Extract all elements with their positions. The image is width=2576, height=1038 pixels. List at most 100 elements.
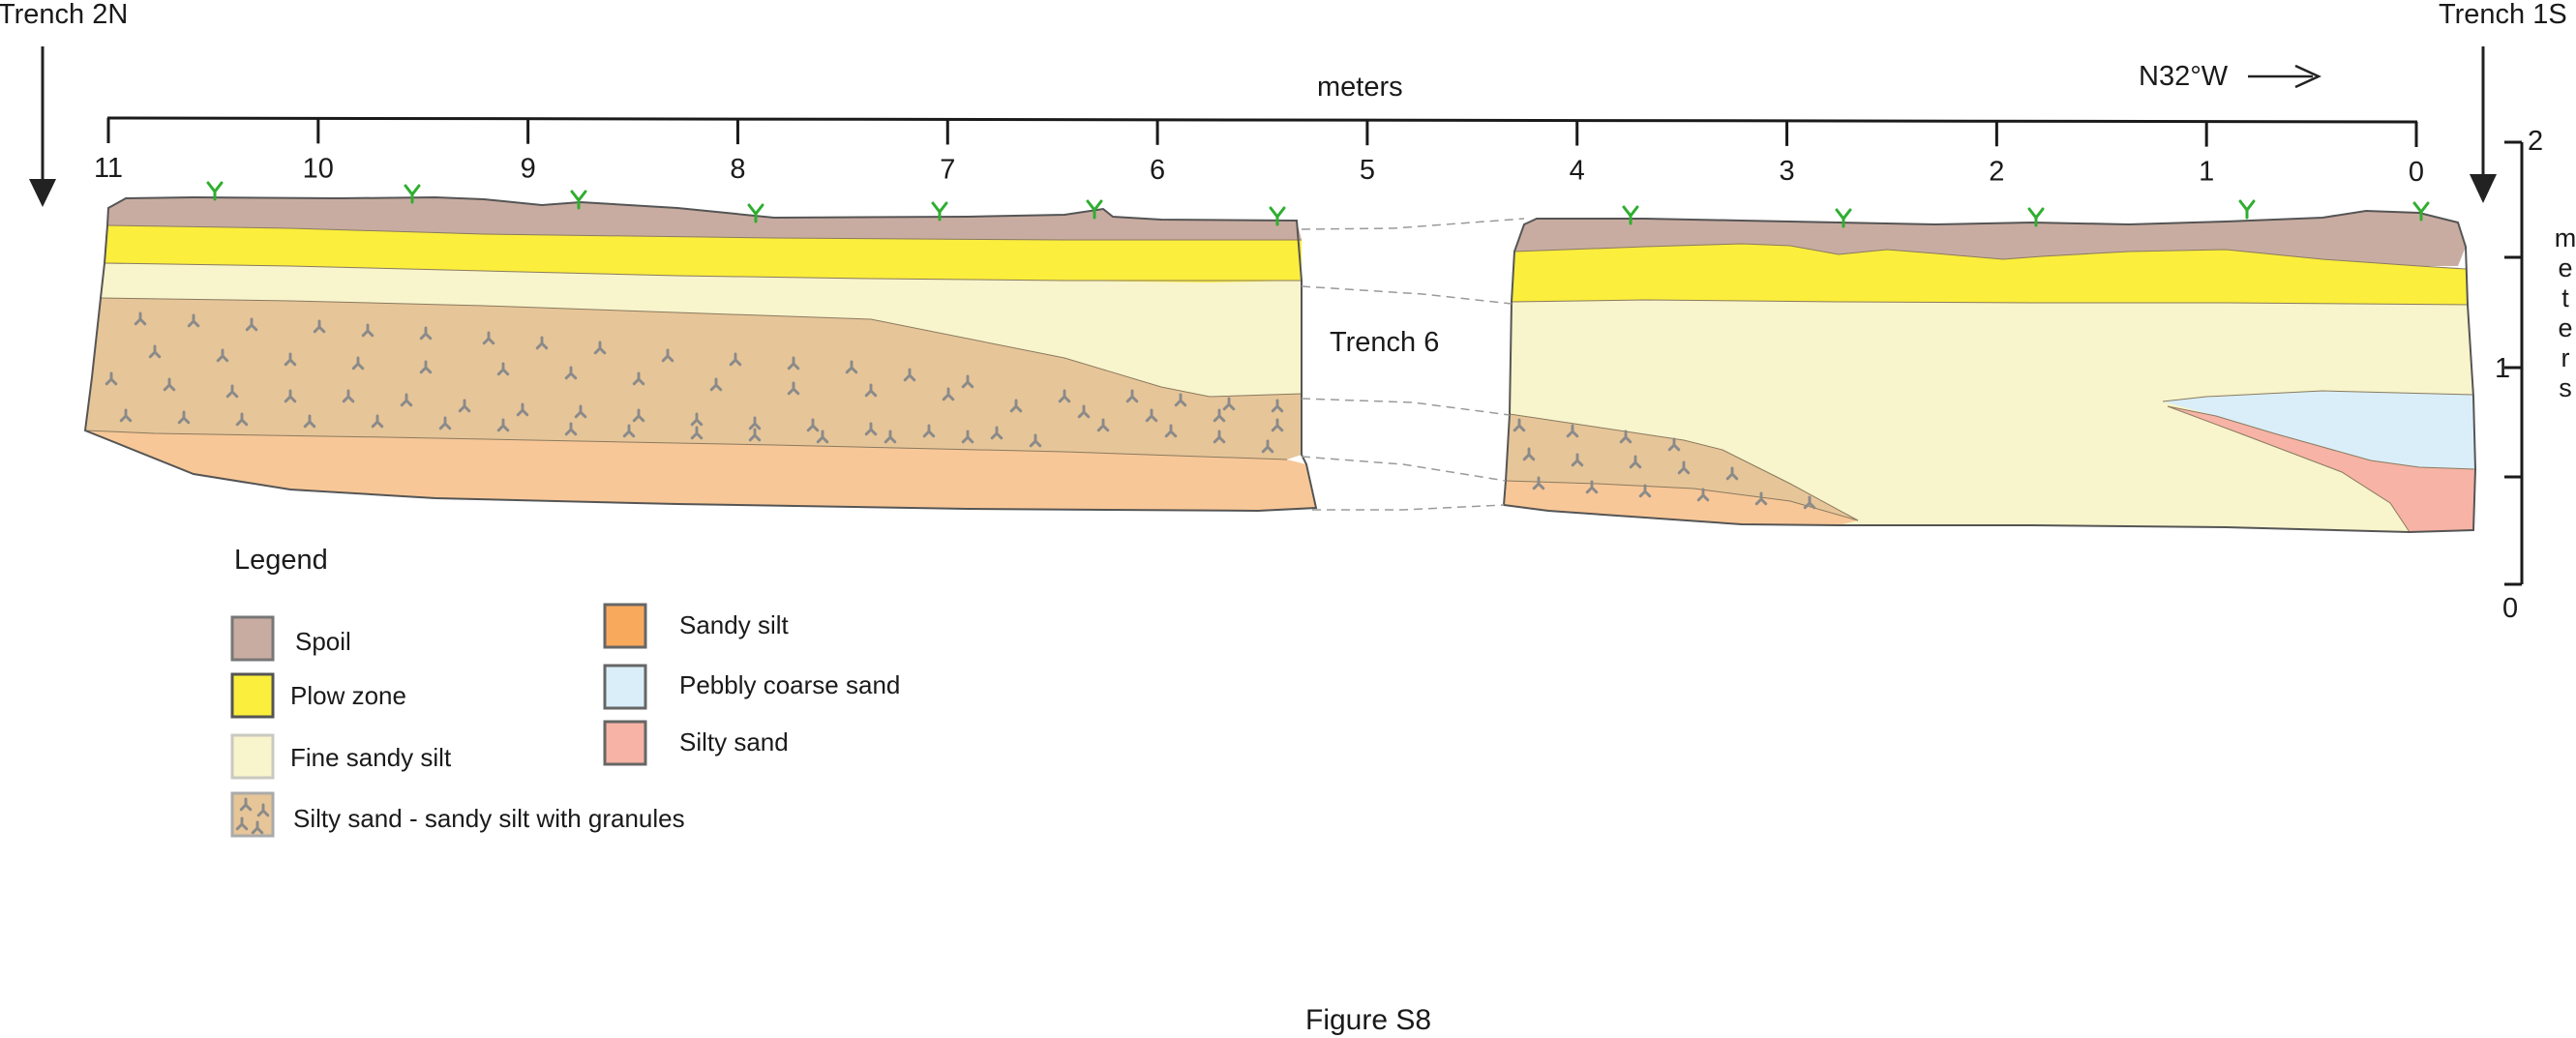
granule-mark (134, 311, 147, 326)
vegetation-icon (404, 184, 421, 204)
horizontal-scale-bar (106, 116, 2418, 124)
granule-mark (1532, 476, 1545, 490)
left-spoil-layer (107, 197, 1302, 240)
legend-swatch-fine (230, 733, 275, 780)
granule-mark (256, 803, 270, 817)
legend-swatch-plow (230, 672, 275, 719)
right-trench-section (1502, 209, 2477, 534)
granule-mark (284, 389, 297, 403)
right-pebbly-coarse-sand-layer (2163, 391, 2475, 469)
granule-mark (864, 422, 878, 436)
granule-mark (990, 426, 1003, 440)
granule-mark (1638, 484, 1652, 498)
granule-mark (239, 797, 253, 812)
left-trench-section (83, 195, 1318, 513)
granule-mark (593, 341, 607, 355)
granule-mark (1261, 439, 1274, 454)
vscale-tick-2: 2 (2528, 126, 2543, 157)
granule-mark (816, 430, 829, 444)
right-sandy-silt-layer (1504, 481, 1858, 525)
granule-mark (482, 331, 495, 345)
figure-caption: Figure S8 (1305, 1004, 1431, 1036)
legend-plow: Plow zone (230, 672, 406, 719)
granule-mark (245, 317, 258, 332)
hscale-tick-label-10: 10 (303, 153, 334, 184)
granule-mark (1696, 488, 1710, 502)
bearing-arrow-icon (2248, 64, 2322, 89)
legend-label-sandysilt: Sandy silt (679, 610, 789, 639)
hscale-tick-label-5: 5 (1360, 155, 1375, 186)
granule-mark (1629, 455, 1642, 469)
vegetation-icon (206, 181, 224, 201)
scale-title: meters (1317, 72, 1403, 103)
granule-mark (419, 360, 433, 374)
granule-mark (105, 371, 118, 386)
granule-mark (313, 319, 326, 334)
legend-label-siltysand: Silty sand (679, 727, 789, 756)
granule-mark (1571, 453, 1584, 467)
vegetation-icon (2238, 199, 2256, 220)
granule-mark (235, 816, 249, 831)
granule-mark (303, 414, 316, 429)
granule-mark (419, 326, 433, 341)
granule-mark (1164, 424, 1178, 438)
vscale-unit-letter: e (2558, 313, 2572, 342)
granule-mark (709, 377, 723, 392)
vertical-scale-bar (2504, 140, 2524, 586)
legend-siltysand: Silty sand (603, 720, 789, 766)
vscale-tick-1: 1 (2495, 353, 2510, 384)
legend-pebbly: Pebbly coarse sand (603, 664, 900, 710)
vscale-unit-letter: s (2559, 373, 2572, 402)
trench-1s-arrow (2470, 46, 2497, 203)
granule-mark (748, 428, 762, 442)
granule-mark (148, 344, 162, 359)
trench-6-dashed-connectors (1301, 218, 1525, 511)
granule-mark (1125, 389, 1139, 403)
hscale-tick-label-6: 6 (1150, 155, 1165, 186)
granule-mark (1271, 418, 1284, 432)
hscale-tick-label-3: 3 (1779, 156, 1794, 187)
granule-mark (1619, 430, 1632, 444)
granule-mark (1566, 424, 1579, 438)
vegetation-icon (747, 203, 764, 223)
left-granules-layer (85, 298, 1302, 460)
granule-mark (187, 313, 200, 328)
granule-mark (574, 404, 587, 419)
granule-mark (690, 426, 704, 440)
granule-mark (516, 402, 529, 417)
hscale-tick-label-7: 7 (940, 154, 955, 185)
granule-mark (1096, 418, 1110, 432)
trench-1s-label: Trench 1S (2439, 0, 2567, 30)
granule-mark (496, 362, 510, 376)
granule-mark (1585, 480, 1599, 494)
legend-swatch-pebbly (603, 664, 647, 710)
granule-mark (806, 418, 820, 432)
granule-mark (1677, 460, 1691, 475)
granule-mark (632, 408, 645, 423)
granule-mark (342, 389, 355, 403)
granule-mark (119, 408, 133, 423)
vscale-unit-letter: m (2555, 223, 2576, 252)
granule-mark (1145, 408, 1158, 423)
granule-mark (1213, 408, 1226, 423)
legend-swatch-siltysand (603, 720, 647, 766)
granule-mark (787, 381, 800, 396)
granule-mark (903, 368, 916, 382)
trench-6-label: Trench 6 (1330, 327, 1439, 358)
legend-sandysilt: Sandy silt (603, 603, 789, 649)
granule-mark (564, 422, 578, 436)
granule-mark (1174, 393, 1187, 407)
granule-mark (1725, 466, 1739, 481)
legend-spoil: Spoil (230, 615, 351, 662)
granule-mark (361, 323, 374, 338)
legend-label-pebbly: Pebbly coarse sand (679, 670, 900, 699)
hscale-tick-label-4: 4 (1570, 156, 1585, 187)
vscale-unit-letter: e (2558, 253, 2572, 282)
legend-swatch-spoil (230, 615, 275, 662)
bearing-label: N32°W (2139, 61, 2229, 92)
granule-mark (942, 387, 955, 401)
granule-mark (235, 412, 249, 427)
granule-mark (729, 352, 742, 367)
